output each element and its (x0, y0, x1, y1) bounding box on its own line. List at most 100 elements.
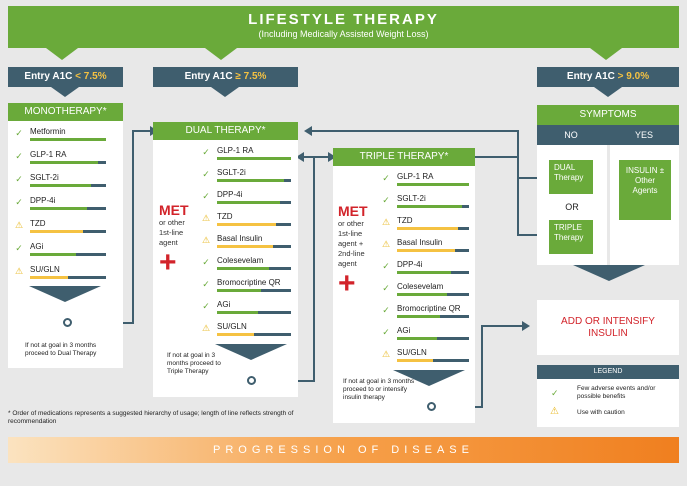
symptoms-or: OR (565, 202, 579, 212)
symptoms-yes: YES (634, 130, 653, 140)
entry-low-chevron (51, 87, 79, 97)
triple-met-sub: or other 1st-line agent + 2nd-line agent (338, 219, 365, 268)
banner-chevron-low (46, 48, 78, 60)
check-icon: ✓ (382, 327, 390, 337)
dual-plus-icon: + (159, 246, 177, 279)
legend-check-text: Few adverse events and/or possible benef… (577, 385, 656, 400)
check-icon: ✓ (202, 279, 210, 289)
triple-item-label: DPP-4i (397, 260, 423, 269)
triple-item: ✓ GLP-1 RA (381, 172, 473, 192)
symptoms-dual-box: DUAL Therapy (549, 160, 593, 194)
symptoms-panel: SYMPTOMS NO YES DUAL Therapy OR TRIPLE T… (537, 105, 679, 265)
triple-item: ✓AGi (381, 326, 473, 346)
check-icon: ✓ (202, 257, 210, 267)
check-icon: ✓ (15, 174, 23, 184)
symptoms-title: SYMPTOMS (537, 105, 679, 125)
triple-item-label: GLP-1 RA (397, 172, 434, 181)
dual-item-label: Bromocriptine QR (217, 278, 281, 287)
monotherapy-panel: MONOTHERAPY* ✓ Metformin ✓ GLP-1 RA ✓SGLT-2i… (8, 103, 123, 368)
check-icon: ✓ (15, 128, 23, 138)
triple-item-label: Basal Insulin (397, 238, 443, 247)
recommendation-strength-line (30, 276, 68, 279)
recommendation-strength-line (30, 230, 83, 233)
entry-a1c-low: Entry A1C < 7.5% (8, 67, 123, 87)
recommendation-strength-line (217, 223, 276, 226)
triple-item: ✓ DPP-4i (381, 260, 473, 280)
dual-met-sub: or other 1st-line agent (159, 218, 185, 247)
dual-item: ✓AGi (201, 300, 295, 320)
dual-item-label: DPP-4i (217, 190, 243, 199)
recommendation-strength-line (397, 183, 469, 186)
recommendation-strength-line (217, 245, 273, 248)
triple-item-label: SU/GLN (397, 348, 427, 357)
check-icon: ✓ (15, 243, 23, 253)
dual-item: ✓GLP-1 RA (201, 146, 295, 166)
banner-chevron-mid (205, 48, 237, 60)
mono-note: If not at goal in 3 months proceed to Du… (25, 342, 97, 357)
mono-item: ✓ DPP-4i (14, 196, 110, 216)
entry-high-chevron (594, 87, 622, 97)
legend-warning-icon: ⚠ (550, 406, 559, 417)
warning-icon: ⚠ (381, 349, 391, 359)
dual-item-label: Basal Insulin (217, 234, 263, 243)
triple-therapy-title: TRIPLE THERAPY* (333, 148, 475, 166)
progression-of-disease-bar: PROGRESSION OF DISEASE (8, 437, 679, 463)
dual-met-block: MET or other 1st-line agent + (159, 202, 199, 278)
mono-item: ✓SGLT-2i (14, 173, 110, 193)
legend-title: LEGEND (537, 365, 679, 379)
mono-item: ✓ Metformin (14, 127, 110, 147)
recommendation-strength-line (397, 249, 455, 252)
symptoms-divider (607, 145, 610, 265)
warning-icon: ⚠ (14, 266, 24, 276)
warning-icon: ⚠ (201, 235, 211, 245)
check-icon: ✓ (202, 169, 210, 179)
triple-item: ✓SGLT-2i (381, 194, 473, 214)
recommendation-strength-line (30, 207, 87, 210)
triple-item: ✓Colesevelam (381, 282, 473, 302)
check-icon: ✓ (15, 197, 23, 207)
dual-met-label: MET (159, 202, 189, 218)
triple-met-block: MET or other 1st-line agent + 2nd-line a… (338, 203, 378, 299)
mono-item-label: Metformin (30, 127, 66, 136)
entry-a1c-mid: Entry A1C ≥ 7.5% (153, 67, 298, 87)
recommendation-strength-line (397, 315, 440, 318)
dual-item-label: Colesevelam (217, 256, 264, 265)
monotherapy-title: MONOTHERAPY* (8, 103, 123, 121)
triple-item-label: SGLT-2i (397, 194, 426, 203)
legend-warning-text: Use with caution (577, 409, 625, 416)
strength-line-track (217, 333, 291, 336)
check-icon: ✓ (382, 261, 390, 271)
triple-met-label: MET (338, 203, 368, 219)
triple-plus-icon: + (338, 267, 356, 300)
recommendation-strength-line (217, 157, 291, 160)
entry-mid-chevron (211, 87, 239, 97)
add-intensify-insulin: ADD OR INTENSIFY INSULIN (537, 300, 679, 355)
warning-icon: ⚠ (14, 220, 24, 230)
mono-down-arrow (29, 286, 101, 302)
triple-item: ⚠ SU/GLN (381, 348, 473, 368)
dual-item: ✓ Bromocriptine QR (201, 278, 295, 298)
triple-item: ✓Bromocriptine QR (381, 304, 473, 324)
legend-check-icon: ✓ (551, 388, 559, 398)
mono-connector-dot (63, 318, 72, 327)
dual-note: If not at goal in 3 months proceed to Tr… (167, 352, 221, 375)
mono-item: ⚠ SU/GLN (14, 265, 110, 285)
recommendation-strength-line (30, 161, 98, 164)
legend-panel: LEGEND ✓ Few adverse events and/or possi… (537, 365, 679, 427)
triple-item: ⚠TZD (381, 216, 473, 236)
mono-item-label: DPP-4i (30, 196, 56, 205)
dual-item-label: SGLT-2i (217, 168, 246, 177)
recommendation-strength-line (30, 184, 91, 187)
check-icon: ✓ (382, 173, 390, 183)
mono-item-label: SU/GLN (30, 265, 60, 274)
dual-item: ✓ SGLT-2i (201, 168, 295, 188)
recommendation-strength-line (217, 333, 254, 336)
dual-item-label: GLP-1 RA (217, 146, 254, 155)
recommendation-strength-line (30, 138, 106, 141)
mono-item: ⚠TZD (14, 219, 110, 239)
triple-item-label: Colesevelam (397, 282, 444, 291)
dual-therapy-panel: DUAL THERAPY* MET or other 1st-line agen… (153, 122, 298, 397)
triple-item-label: TZD (397, 216, 413, 225)
mono-item-label: GLP-1 RA (30, 150, 67, 159)
recommendation-strength-line (217, 179, 284, 182)
